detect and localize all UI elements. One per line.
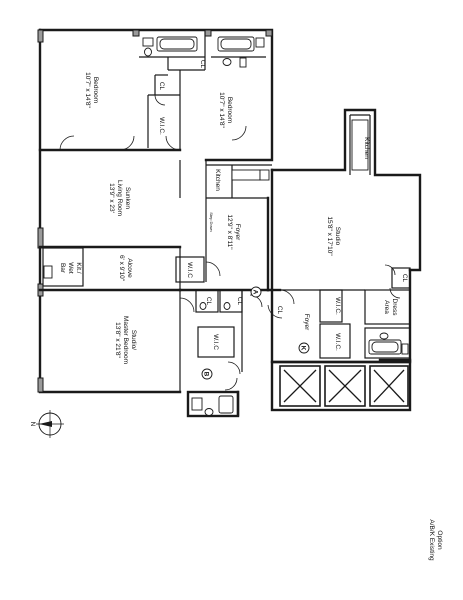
doors [59,94,401,391]
north-arrow-icon [39,421,52,427]
bedroom-west-size: 10'7" x 14'8" [84,72,91,108]
foyer-elevator-label: Foyer [303,314,310,331]
living-room-size: 13'9" x 23' [108,183,115,213]
svg-text:A: A [252,290,259,295]
wic-studio-1-label: W.I.C. [334,297,341,315]
marker-k: K [298,342,310,354]
closet-6-label: CL [401,274,408,283]
kitchen-main-label: Kitchen [214,169,221,191]
wic-west-label: W.I.C. [158,117,165,135]
alcove-size: 6' x 9'10" [118,255,125,282]
marker-b: B [201,368,213,380]
wic-studio-2-label: W.I.C. [334,333,341,351]
foyer-main-name: Foyer [234,224,241,241]
living-room-name-2: Living Room [116,180,123,216]
svg-text:K: K [300,346,307,351]
bedroom-east-name: Bedroom [226,97,233,123]
dress-area-label-1: Dress [391,299,398,317]
elevator-bank [279,365,409,407]
living-room-name: Sunken [124,187,131,209]
caption-line-2: A/B/K Existing [428,519,435,561]
kit-wet-bar-label-2: Wet [67,262,74,274]
master-bedroom-size: 13'8" x 21'8" [114,322,121,358]
wic-alcove-label: W.I.C [186,262,193,278]
bedroom-east-size: 10'7" x 14'8" [218,92,225,128]
step-down-label: Step Down [209,212,214,232]
dress-area-label-2: Area [383,300,390,314]
fixtures [43,36,409,416]
wic-lower-label: W.I.C [212,334,219,350]
closet-4-label: CL [236,297,243,306]
studio-name: Studio [334,227,341,246]
marker-a: A [250,286,262,298]
compass: N [29,410,64,438]
closet-2-label: CL [158,82,165,91]
master-bedroom-name-2: Master Bedroom [122,316,129,364]
foyer-main-size: 12'9" x 8'11" [226,214,233,250]
bedroom-west-name: Bedroom [92,77,99,103]
master-bedroom-name: Studio/ [130,330,137,350]
caption-line-1: Option [436,530,443,550]
kit-wet-bar-label-3: Bar [59,263,66,274]
alcove-name: Alcove [126,258,133,278]
compass-north-label: N [29,422,36,427]
room-labels: Bedroom 10'7" x 14'8" Bedroom 10'7" x 14… [59,60,408,364]
closet-1-label: CL [199,60,206,69]
kit-wet-bar-label-1: Kit./ [75,262,82,273]
walls [37,28,422,418]
closet-3-label: CL [205,297,212,306]
unit-markers: A B K [201,286,310,380]
kitchen-studio-label: Kitchen [363,137,370,159]
svg-text:B: B [203,372,210,377]
studio-size: 15'8" x 17'10" [326,216,333,256]
closet-5-label: CL [276,306,283,315]
plan-caption: Option A/B/K Existing [428,519,443,561]
